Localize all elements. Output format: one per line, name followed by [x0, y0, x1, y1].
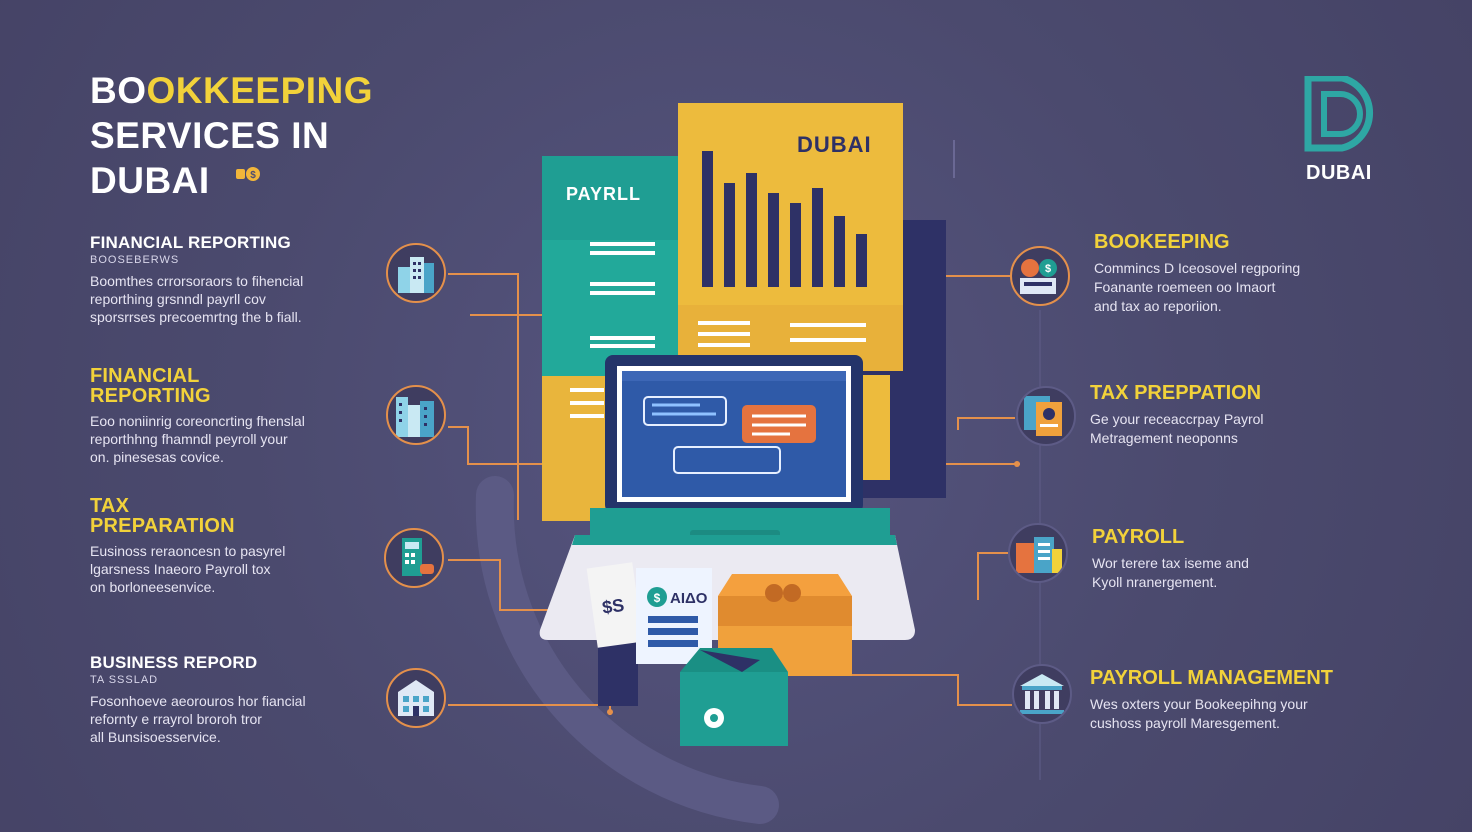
left-item-business-report: BUSINESS REPORD TA SSSLAD Fosonhoeve aeo…: [90, 653, 380, 746]
skyscraper-icon: [386, 385, 446, 445]
svg-text:$: $: [250, 170, 256, 181]
left-item-financial-reporting: FINANCIAL REPORTING BOOSEBERWS Boomthes …: [90, 233, 380, 326]
left-item-financial-reporting-2: FINANCIAL REPORTING Eoo noniinrig coreon…: [90, 366, 380, 466]
item-heading: FINANCIAL REPORTING: [90, 365, 211, 407]
item-description: Wes oxters your Bookeepihng your cushoss…: [1090, 696, 1308, 731]
item-description: Wor terere tax iseme and Kyoll nranergem…: [1092, 555, 1249, 590]
svg-text:$: $: [1045, 263, 1051, 275]
brand-name: DUBAI: [1306, 162, 1372, 184]
item-heading: BOOKEEPING: [1094, 231, 1230, 253]
calculator-icon: [384, 528, 444, 588]
item-subheading: TA SSSLAD: [90, 674, 159, 686]
payroll-shop-icon: [1008, 523, 1068, 583]
item-description: Eoo noniinrig coreoncrting fhenslal repo…: [90, 413, 305, 465]
left-item-tax-preparation: TAX PREPARATION Eusinoss reraoncesn to p…: [90, 496, 380, 596]
building-icon: [386, 668, 446, 728]
svg-text:$: $: [654, 591, 661, 605]
coin-icon: $: [236, 167, 260, 181]
item-subheading: BOOSEBERWS: [90, 254, 180, 266]
svg-text:$S: $S: [601, 595, 626, 618]
item-description: Ge your receaccrpay Payrol Metragement n…: [1090, 411, 1264, 446]
bank-icon: [1012, 664, 1072, 724]
tax-documents-icon: [1016, 386, 1076, 446]
item-heading: TAX PREPPATION: [1090, 382, 1262, 404]
money-coins-icon: $: [1010, 246, 1070, 306]
brand-logo-icon: [1304, 76, 1374, 152]
document-title-dubai: DUBAI: [797, 132, 872, 157]
item-description: Fosonhoeve aeorouros hor fiancial reforn…: [90, 693, 306, 745]
item-description: Boomthes crrorsoraors to fihencial repor…: [90, 273, 304, 325]
right-item-tax-preparation: TAX PREPPATION Ge your receaccrpay Payro…: [1090, 382, 1390, 448]
right-item-bookeeping: BOOKEEPING Commincs D Iceosovel regporin…: [1094, 231, 1394, 316]
right-item-payroll: PAYROLL Wor terere tax iseme and Kyoll n…: [1092, 526, 1392, 592]
receipt-label: AIΔO: [670, 590, 708, 607]
item-description: Eusinoss reraoncesn to pasyrel lgarsness…: [90, 543, 286, 595]
item-heading: TAX PREPARATION: [90, 495, 235, 537]
item-heading: FINANCIAL REPORTING: [90, 233, 291, 252]
item-heading: PAYROLL: [1092, 526, 1185, 548]
document-title-payroll: PAYRLL: [566, 184, 642, 204]
item-heading: PAYROLL MANAGEMENT: [1090, 667, 1333, 689]
page-title: BOOKKEEPING SERVICES IN DUBAI: [90, 70, 374, 201]
right-item-payroll-management: PAYROLL MANAGEMENT Wes oxters your Booke…: [1090, 667, 1390, 733]
item-description: Commincs D Iceosovel regporing Foanante …: [1094, 260, 1301, 314]
item-heading: BUSINESS REPORD: [90, 653, 258, 672]
city-buildings-icon: [386, 243, 446, 303]
